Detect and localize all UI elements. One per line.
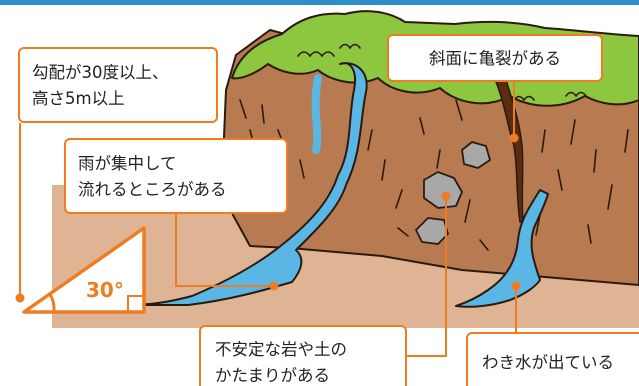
callout-slope-line1: 勾配が30度以上、 [32,63,169,82]
stream-fall [311,74,322,154]
leader-lines [19,82,517,357]
rocks [415,141,491,245]
callout-water: わき水が出ている [466,332,639,386]
rock-middle [423,171,463,209]
top-bar [0,0,639,5]
callout-slope: 勾配が30度以上、 高さ5m以上 [18,47,218,123]
callout-rain: 雨が集中して 流れるところがある [64,138,288,214]
right-angle-mark [127,295,145,313]
angle-triangle [22,226,146,314]
callout-rock-line2: かたまりがある [215,366,331,385]
callout-water-text: わき水が出ている [482,353,614,372]
angle-label: 30° [86,278,124,302]
leader-rain [175,214,272,287]
rock-lower [415,217,449,245]
callout-rock: 不安定な岩や土の かたまりがある [199,325,407,386]
rock-upper [461,141,491,169]
callout-slope-line2: 高さ5m以上 [32,89,125,108]
leader-dots [15,133,521,303]
stream [129,62,368,306]
callout-crack: 斜面に亀裂がある [387,34,603,82]
callout-rain-line1: 雨が集中して [78,154,177,173]
angle-arc [48,293,56,313]
spring-water [455,189,549,308]
callout-crack-text: 斜面に亀裂がある [429,49,561,68]
leader-rock [407,196,447,357]
callout-rain-line2: 流れるところがある [78,180,227,199]
callout-rock-line1: 不安定な岩や土の [215,340,347,359]
